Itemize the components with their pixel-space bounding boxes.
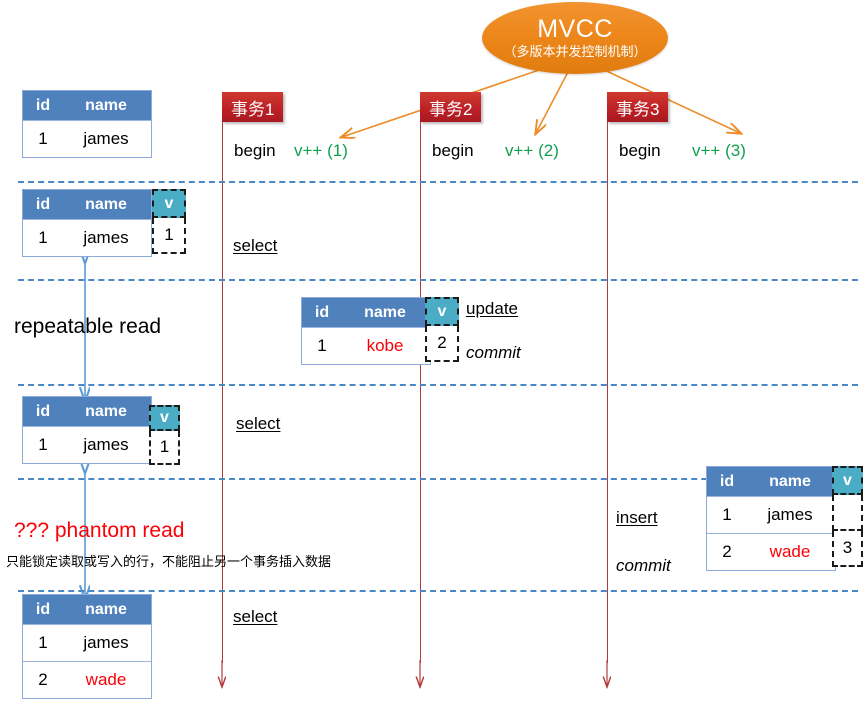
txn2-begin: begin — [432, 141, 474, 160]
column-header-id: id — [35, 402, 51, 420]
version-column-updated: v 2 — [425, 297, 459, 362]
cell-id: 1 — [38, 633, 48, 652]
table-row: 1 james — [23, 624, 151, 661]
mvcc-title: MVCC — [537, 15, 613, 43]
cell-id: 1 — [38, 435, 48, 454]
txn3-commit-statement: commit — [616, 556, 671, 575]
txn3-version-note: v++ (3) — [692, 141, 746, 160]
separator-line-1 — [18, 181, 858, 183]
cell-name: james — [767, 505, 813, 524]
cell-v: 1 — [149, 431, 180, 465]
repeatable-read-label: repeatable read — [14, 315, 162, 338]
column-header-name: name — [85, 96, 127, 114]
cell-id: 1 — [38, 228, 48, 247]
cell-id: 2 — [38, 670, 48, 689]
txn1-select-statement-3: select — [233, 607, 278, 626]
cell-v-row-2: 3 — [832, 531, 863, 567]
column-header-name: name — [85, 600, 127, 618]
column-header-name: name — [85, 195, 127, 213]
column-header-name: name — [769, 472, 811, 490]
table-header-row: id name — [23, 397, 151, 426]
table-row: 1 kobe — [302, 327, 430, 364]
cell-v: 1 — [152, 218, 186, 254]
column-header-id: id — [35, 600, 51, 618]
transaction-chip-1-label: 事务1 — [231, 99, 275, 119]
txn1-select-statement-2: select — [236, 414, 281, 433]
column-header-v: v — [149, 405, 180, 431]
cell-id: 1 — [38, 129, 48, 148]
column-header-id: id — [35, 195, 51, 213]
txn2-update-statement: update — [466, 299, 518, 318]
transaction-chip-2: 事务2 — [420, 92, 482, 122]
cell-id: 1 — [722, 505, 732, 524]
table-header-row: id name — [23, 190, 151, 219]
mvcc-arrow-to-txn2 — [536, 71, 569, 133]
cell-id: 1 — [317, 336, 327, 355]
column-header-id: id — [719, 472, 735, 490]
txn3-insert-statement: insert — [616, 508, 658, 527]
cell-name: james — [83, 228, 129, 247]
column-header-v: v — [832, 466, 863, 495]
version-column-snapshot-1: v 1 — [152, 189, 186, 254]
separator-line-3 — [18, 384, 858, 386]
table-header-row: id name — [23, 595, 151, 624]
txn2-commit-statement: commit — [466, 343, 521, 362]
table-phantom-result: id name 1 james 2 wade — [22, 594, 152, 699]
txn1-version-note: v++ (1) — [294, 141, 348, 160]
mvcc-subtitle: （多版本并发控制机制） — [503, 44, 647, 59]
table-inserted: id name 1 james 2 wade — [706, 466, 836, 571]
cell-name: james — [83, 129, 129, 148]
cell-name: wade — [769, 542, 811, 561]
column-header-id: id — [35, 96, 51, 114]
cell-name: wade — [85, 670, 127, 689]
transaction-chip-2-label: 事务2 — [429, 99, 473, 119]
table-row: 1 james — [23, 426, 151, 463]
separator-line-2 — [18, 279, 858, 281]
timeline-arrowheads — [222, 660, 607, 686]
table-snapshot-1: id name 1 james — [22, 189, 152, 257]
phantom-read-note: 只能锁定读取或写入的行，不能阻止另一个事务插入数据 — [6, 554, 332, 569]
cell-name: james — [83, 633, 129, 652]
txn2-version-note: v++ (2) — [505, 141, 559, 160]
txn1-select-statement-1: select — [233, 236, 278, 255]
version-column-inserted: v 3 — [832, 466, 863, 567]
table-updated: id name 1 kobe — [301, 297, 431, 365]
table-snapshot-2: id name 1 james — [22, 396, 152, 464]
txn3-begin: begin — [619, 141, 661, 160]
table-header-row: id name — [23, 91, 151, 120]
phantom-read-label: ??? phantom read — [14, 519, 185, 542]
separator-line-5 — [18, 590, 858, 592]
cell-name: james — [83, 435, 129, 454]
table-header-row: id name — [302, 298, 430, 327]
transaction-chip-3: 事务3 — [607, 92, 669, 122]
transaction-chip-3-label: 事务3 — [616, 99, 660, 119]
cell-v-row-1 — [832, 495, 863, 531]
table-row: 1 james — [23, 120, 151, 157]
cell-name: kobe — [366, 336, 404, 355]
column-header-v: v — [152, 189, 186, 218]
column-header-v: v — [425, 297, 459, 326]
txn1-begin: begin — [234, 141, 276, 160]
transaction-chip-1: 事务1 — [222, 92, 284, 122]
table-row: 1 james — [23, 219, 151, 256]
table-row: 2 wade — [707, 533, 835, 570]
table-header-row: id name — [707, 467, 835, 496]
table-initial: id name 1 james — [22, 90, 152, 158]
column-header-name: name — [364, 303, 406, 321]
mvcc-concept-node: MVCC （多版本并发控制机制） — [482, 2, 668, 74]
cell-v: 2 — [425, 326, 459, 362]
separator-line-4 — [18, 478, 858, 480]
column-header-id: id — [314, 303, 330, 321]
table-row: 2 wade — [23, 661, 151, 698]
column-header-name: name — [85, 402, 127, 420]
table-row: 1 james — [707, 496, 835, 533]
cell-id: 2 — [722, 542, 732, 561]
version-column-snapshot-2: v 1 — [149, 405, 180, 465]
